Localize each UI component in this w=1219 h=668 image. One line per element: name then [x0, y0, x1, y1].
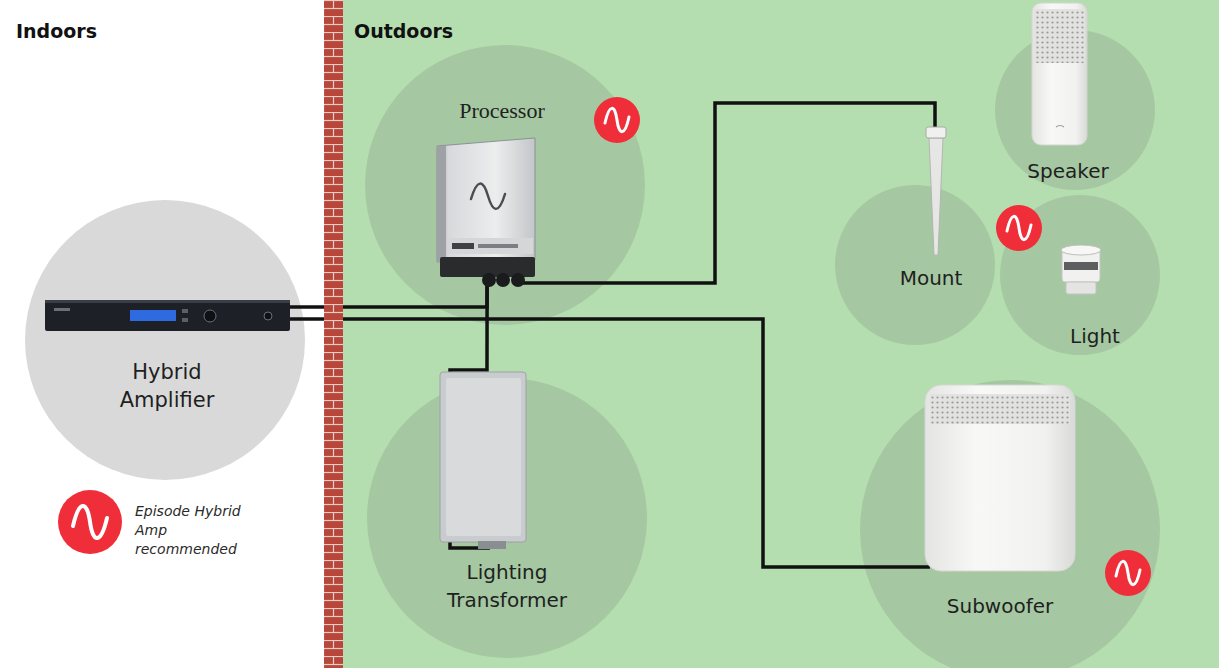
transformer-body — [440, 372, 526, 542]
light-illustration — [1061, 245, 1101, 294]
node-label: Hybrid Amplifier — [107, 358, 227, 414]
subwoofer-body — [925, 385, 1075, 571]
processor-logo — [471, 184, 505, 209]
speaker-body — [1032, 3, 1087, 145]
badge-wave — [605, 108, 629, 131]
device-circle: Subwoofer — [860, 380, 1160, 668]
node-label: Lighting Transformer — [437, 558, 577, 614]
processor-illustration — [437, 138, 535, 287]
circle-fill — [860, 380, 1160, 668]
mount-stake — [929, 138, 943, 255]
amp-knob — [204, 310, 216, 322]
amp-power-button — [264, 312, 272, 320]
speaker-illustration — [1032, 3, 1087, 145]
circle-outline — [365, 45, 645, 325]
region-label: Outdoors — [354, 19, 554, 43]
episode-badge — [594, 97, 640, 143]
region-label: Indoors — [16, 19, 97, 43]
node-label: Subwoofer — [900, 592, 1100, 620]
node-label: Mount — [871, 264, 991, 292]
circle-fill — [25, 200, 305, 480]
badge-circle — [1105, 550, 1151, 596]
badge-circle — [996, 205, 1042, 251]
processor-label-mark — [452, 243, 474, 249]
transformer-front — [446, 378, 521, 536]
amplifier-circle: Hybrid Amplifier — [25, 200, 305, 480]
amp-top-edge — [45, 300, 290, 303]
circle-fill — [365, 45, 645, 325]
episode-badge — [1105, 550, 1151, 596]
device-circle: Lighting Transformer — [367, 378, 647, 658]
speaker-logo — [1056, 126, 1064, 128]
circle-fill — [1000, 195, 1160, 355]
amplifier-illustration — [45, 300, 290, 331]
device-circle: Processor — [365, 45, 645, 325]
device-circle: Mount — [835, 185, 995, 345]
legend-wave — [58, 490, 122, 554]
circle-outline — [835, 185, 995, 345]
processor-side — [437, 146, 446, 262]
circle-fill — [367, 378, 647, 658]
episode-badge — [996, 205, 1042, 251]
circle-fill — [995, 30, 1155, 190]
transformer-illustration — [440, 372, 526, 549]
light-base — [1066, 282, 1096, 294]
amp-display — [130, 310, 176, 321]
light-band — [1064, 262, 1098, 270]
circle-outline — [367, 378, 647, 658]
subwoofer-grille — [930, 394, 1070, 424]
node-label: Light — [1035, 322, 1155, 350]
mount-illustration — [926, 127, 946, 255]
node-label: Speaker — [998, 157, 1138, 185]
subwoofer-illustration — [925, 385, 1075, 571]
processor-base — [440, 257, 535, 277]
amp-button — [182, 309, 188, 313]
circle-outline — [860, 380, 1160, 668]
badge-wave — [1116, 561, 1140, 584]
mount-cap — [926, 127, 946, 138]
light-body — [1062, 250, 1100, 282]
cable-connector — [290, 285, 487, 307]
brick-wall — [324, 0, 343, 668]
cable-connector — [290, 319, 930, 567]
circle-fill — [835, 185, 995, 345]
legend-wave-line — [73, 506, 107, 538]
processor-label-mark — [478, 244, 518, 248]
cable-connector — [450, 285, 490, 548]
device-circle: Light — [1000, 195, 1160, 355]
speaker-grille — [1034, 9, 1085, 63]
cable-gland — [482, 273, 496, 287]
cable-gland — [511, 273, 525, 287]
device-circle: Speaker — [995, 30, 1155, 190]
amp-body — [45, 300, 290, 331]
badge-wave — [1007, 216, 1031, 239]
processor-body — [437, 138, 535, 262]
cable-gland — [496, 273, 510, 287]
legend-swatch — [58, 490, 122, 554]
cable-connector — [518, 103, 935, 283]
amp-logo — [54, 308, 70, 311]
amp-button — [182, 318, 188, 322]
transformer-bracket — [478, 541, 506, 549]
legend-text: Episode Hybrid Amp recommended — [135, 502, 245, 559]
outdoor-region: OutdoorsProcessorLighting Transformer Spe… — [343, 0, 1219, 668]
processor-label-strip — [448, 238, 533, 254]
circle-outline — [25, 200, 305, 480]
light-top — [1061, 245, 1101, 255]
node-label: Processor — [402, 97, 602, 125]
badge-circle — [594, 97, 640, 143]
